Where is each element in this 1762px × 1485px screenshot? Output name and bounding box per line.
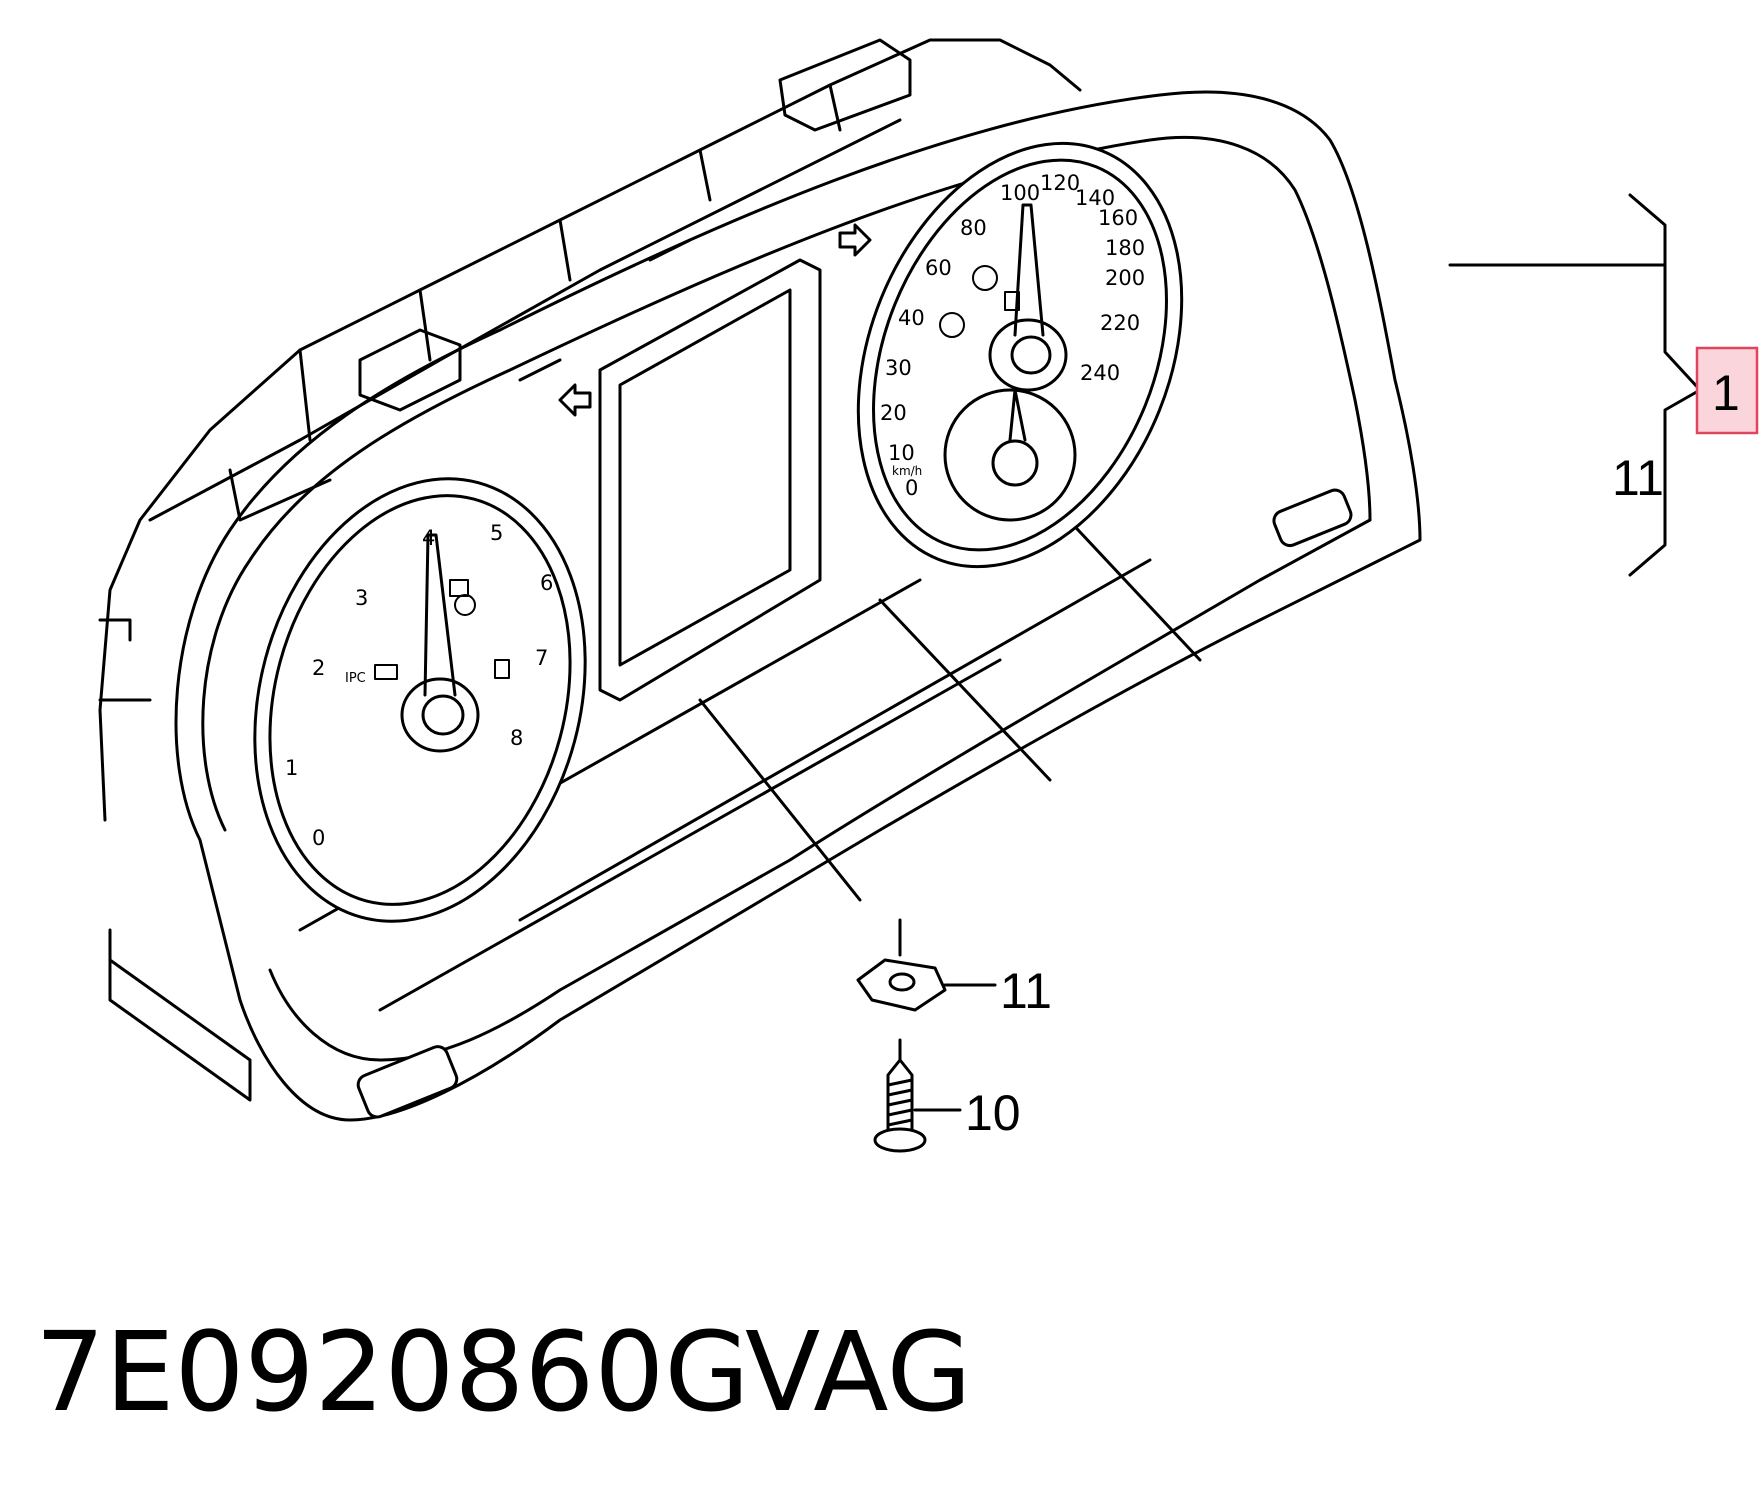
speed-label-160: 160 [1098,206,1138,230]
speed-label-60: 60 [925,256,952,280]
speed-label-0: 0 [905,476,918,500]
speed-label-10: 10 [888,441,915,465]
tacho-label-1: 1 [285,756,298,780]
speedometer-gauge: 0 10 km/h 20 30 40 60 80 100 120 140 160… [856,141,1184,569]
turn-right-arrow-icon [838,223,872,257]
fuel-lamp-icon [494,659,510,679]
tacho-label-5: 5 [490,521,503,545]
fuel-lamp-icon [1004,291,1020,311]
speed-label-40: 40 [898,306,925,330]
speed-label-200: 200 [1105,266,1145,290]
callout-1-highlight[interactable] [1695,346,1759,435]
abs-warning-icon [939,312,965,338]
center-display [598,258,822,702]
callout-10-screw[interactable]: 10 [965,1085,1021,1141]
speedometer-needle [1013,203,1045,337]
tachometer-needle [423,533,457,697]
speed-label-220: 220 [1100,311,1140,335]
tacho-label-2: 2 [312,656,325,680]
brake-warning-icon [972,265,998,291]
cluster-bezel [174,90,1422,1122]
clip-nut [856,918,997,1012]
tachometer-gauge: 0 1 2 3 4 5 6 7 8 IPC [253,477,587,923]
callout-bracket [1448,193,1702,577]
speed-label-140: 140 [1075,186,1115,210]
callout-11-clip[interactable]: 11 [1000,963,1052,1019]
tacho-ipc-label: IPC [345,671,366,686]
tacho-label-0: 0 [312,826,325,850]
callout-11-bracket[interactable]: 11 [1612,450,1664,506]
warning-lamp-icon [454,594,476,616]
speed-label-120: 120 [1040,171,1080,195]
speed-label-20: 20 [880,401,907,425]
speed-label-240: 240 [1080,361,1120,385]
warning-lamp-icon [374,664,398,680]
screw [873,1038,962,1153]
brand-name: VAG [745,1308,972,1436]
tacho-label-3: 3 [355,586,368,610]
cluster-housing [98,38,1082,1102]
speed-unit-label: km/h [892,464,922,478]
speed-label-180: 180 [1105,236,1145,260]
speed-label-80: 80 [960,216,987,240]
turn-left-arrow-icon [558,383,592,417]
callout-1[interactable]: 1 [1712,365,1740,421]
tacho-label-6: 6 [540,571,553,595]
part-number: 7E0920860G [35,1308,750,1436]
tacho-label-4: 4 [422,526,435,550]
tacho-label-8: 8 [510,726,523,750]
speed-label-100: 100 [1000,181,1040,205]
tacho-label-7: 7 [535,646,548,670]
speed-label-30: 30 [885,356,912,380]
